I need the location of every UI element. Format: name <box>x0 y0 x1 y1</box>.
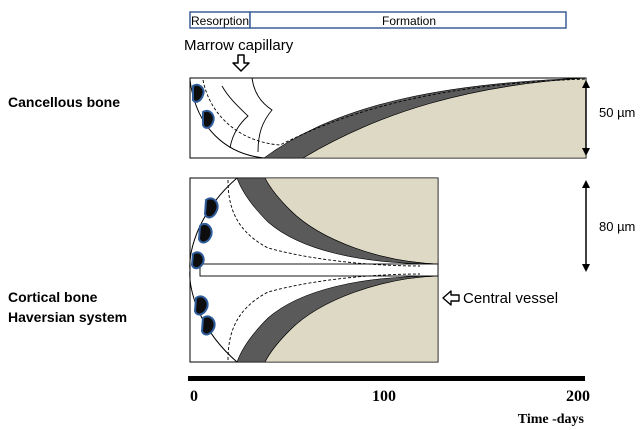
formation-label: Formation <box>382 14 436 28</box>
central-vessel-channel <box>199 263 439 277</box>
arrow-down-icon <box>232 54 250 72</box>
time-tick-label: 200 <box>566 388 590 405</box>
cortical-lower-dashed-lining <box>227 273 421 361</box>
time-tick-label: 100 <box>372 388 396 405</box>
osteoclast-cell <box>200 315 216 336</box>
cortical-depth-label: 80 µm <box>599 219 635 234</box>
time-tick-label: 0 <box>190 388 198 405</box>
scale-bar-cortical <box>582 180 590 272</box>
osteoclast-cell <box>192 83 205 103</box>
osteoclast-cell <box>193 295 209 316</box>
time-axis-label: Time -days <box>518 412 585 427</box>
time-axis: 0 100 200 Time -days <box>188 376 590 427</box>
cancellous-dashed-lining <box>202 78 587 146</box>
osteoclast-cell <box>190 251 205 270</box>
cortical-upper-dashed-lining <box>227 179 421 267</box>
haversian-system-label: Haversian system <box>8 309 127 325</box>
resorption-label: Resorption <box>191 14 249 28</box>
arrow-left-icon <box>442 290 460 306</box>
cancellous-panel <box>189 77 587 159</box>
cancellous-osteoid <box>263 77 587 159</box>
marrow-capillary-vessel <box>221 77 273 153</box>
osteoclast-cell <box>202 109 215 129</box>
phase-bar: Resorption Formation <box>189 11 567 29</box>
cancellous-bone-label: Cancellous bone <box>8 94 120 110</box>
osteoclast-cell <box>203 197 219 219</box>
cancellous-depth-label: 50 µm <box>599 105 635 120</box>
scale-bar-cancellous <box>582 80 590 156</box>
cortical-panel <box>189 177 439 363</box>
marrow-capillary-label: Marrow capillary <box>184 37 294 54</box>
time-axis-line <box>188 376 585 381</box>
osteoclast-cell <box>197 222 213 244</box>
formation-box <box>249 11 567 29</box>
central-vessel-label: Central vessel <box>463 290 558 307</box>
cortical-bone-label: Cortical bone <box>8 289 98 305</box>
